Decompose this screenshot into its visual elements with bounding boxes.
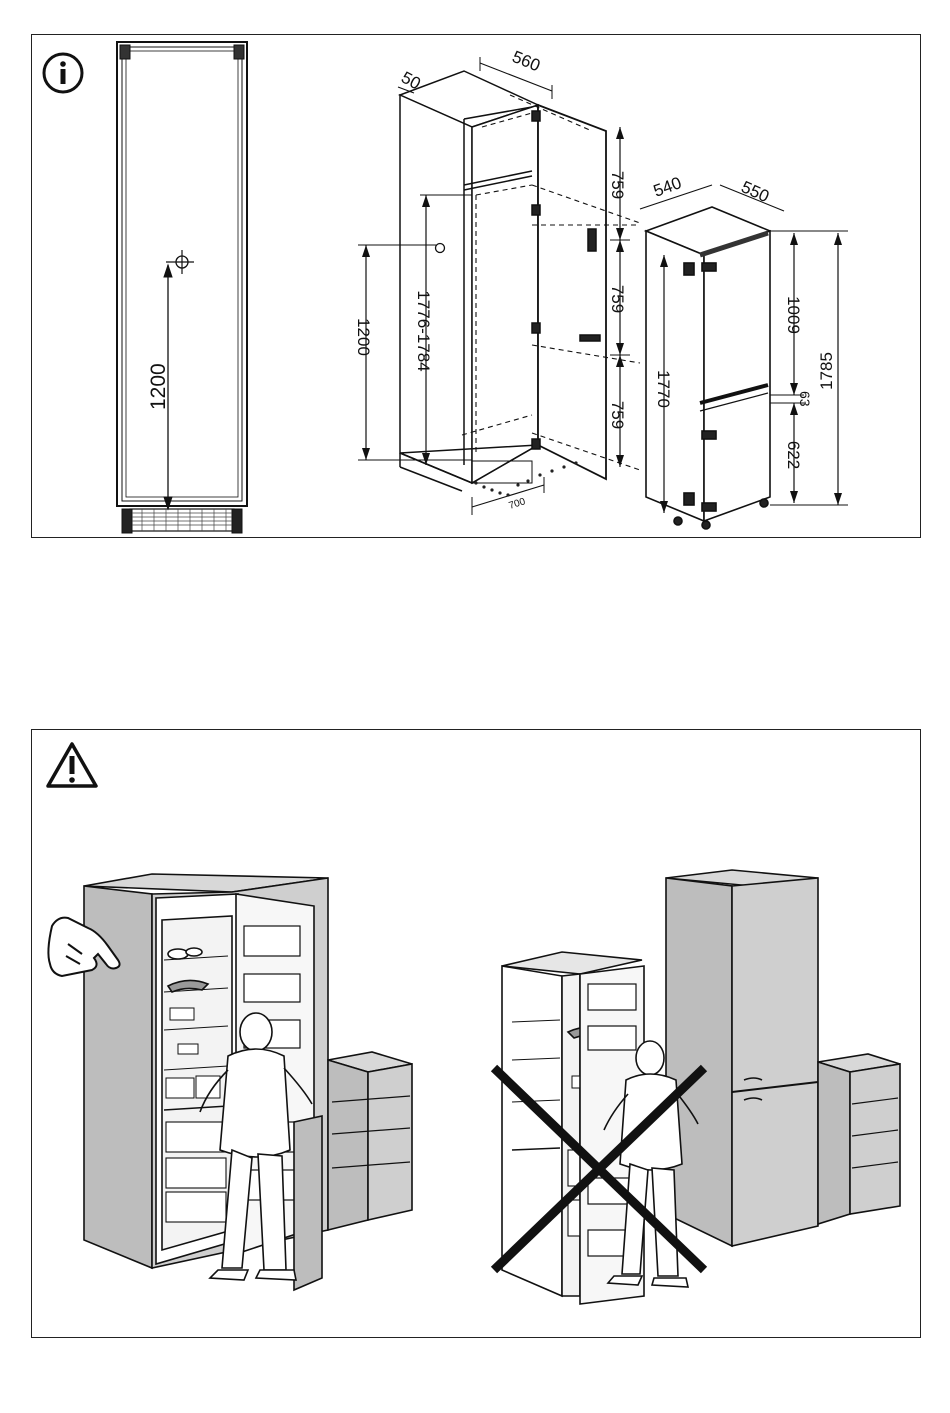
appliance-upper-door-label: 1009 <box>784 296 803 334</box>
niche-width-top-label: 560 <box>510 47 543 75</box>
door-segment-bottom-label: 759 <box>608 401 627 429</box>
appliance-width-label: 540 <box>651 173 684 201</box>
niche-side-height-label: 1200 <box>354 318 373 356</box>
niche-height-label: 1776-1784 <box>414 290 433 371</box>
installation-dimensions-drawing: 1200 <box>32 35 922 539</box>
installation-warning-panel <box>31 729 921 1338</box>
vent-grid-pattern <box>132 509 232 531</box>
appliance-gap-label: 63 <box>797 391 813 407</box>
niche-depth-top-label: 50 <box>398 68 424 94</box>
appliance-door-height-label: 1770 <box>654 370 673 408</box>
door-segment-mid-label: 759 <box>608 285 627 313</box>
fridge-freestanding-wrong <box>502 870 900 1304</box>
appliance-lower-door-label: 622 <box>784 441 803 469</box>
niche-front-view <box>117 42 247 533</box>
installation-dimensions-panel: 1200 <box>31 34 921 538</box>
niche-bottom-depth-label: 700 <box>508 496 528 512</box>
appliance-depth-label: 550 <box>738 177 772 206</box>
fridge-installed-correct <box>84 874 412 1290</box>
appliance-total-height-label: 1785 <box>817 352 836 390</box>
warning-icon <box>48 744 96 786</box>
info-icon <box>44 54 82 92</box>
door-segment-top-label: 759 <box>608 171 627 199</box>
niche-isometric <box>358 57 640 515</box>
installation-warning-drawing <box>32 730 922 1339</box>
front-height-label: 1200 <box>147 363 170 410</box>
